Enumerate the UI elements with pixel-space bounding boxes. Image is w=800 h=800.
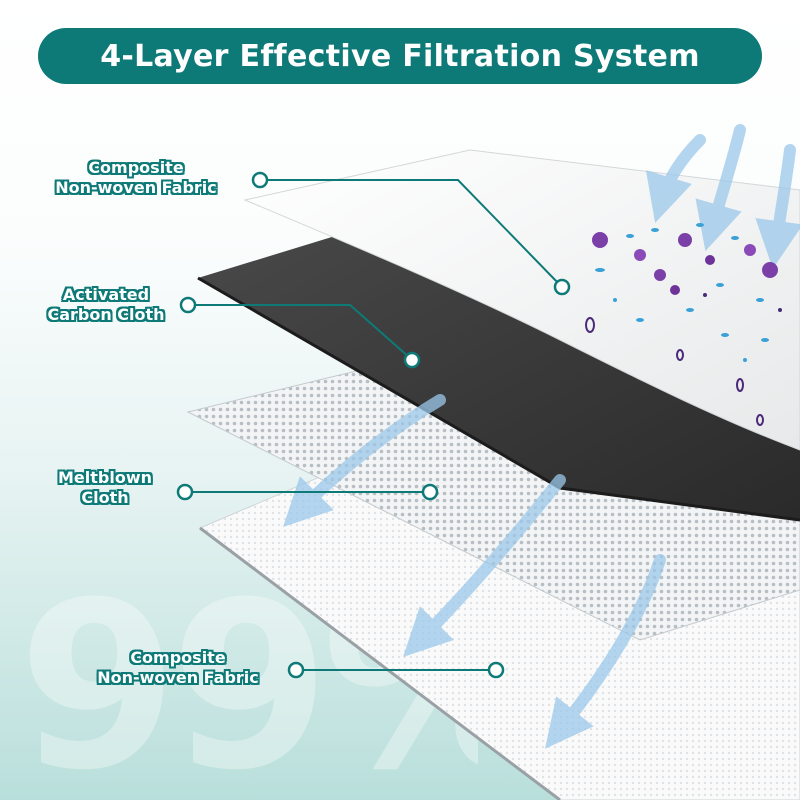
- label-composite-top: Composite Non-woven Fabric: [36, 158, 236, 198]
- label-carbon: Activated Carbon Cloth: [26, 285, 186, 325]
- callout-lines: [192, 179, 561, 671]
- label-line: Meltblown: [57, 468, 152, 487]
- callout-dots: [176, 171, 571, 679]
- label-line: Non-woven Fabric: [97, 668, 259, 687]
- layer-meltblown: [186, 369, 800, 641]
- label-line: Cloth: [81, 488, 129, 507]
- label-line: Carbon Cloth: [47, 305, 165, 324]
- label-line: Composite: [88, 158, 184, 177]
- label-line: Activated: [62, 285, 150, 304]
- title-banner: 4-Layer Effective Filtration System: [38, 28, 762, 84]
- particles: [585, 223, 782, 426]
- label-composite-bottom: Composite Non-woven Fabric: [78, 648, 278, 688]
- label-line: Non-woven Fabric: [55, 178, 217, 197]
- label-meltblown: Meltblown Cloth: [40, 468, 170, 508]
- page-title: 4-Layer Effective Filtration System: [100, 38, 700, 74]
- label-line: Composite: [130, 648, 226, 667]
- layer-composite-top: [243, 149, 800, 451]
- airflow-arrows: [283, 124, 800, 749]
